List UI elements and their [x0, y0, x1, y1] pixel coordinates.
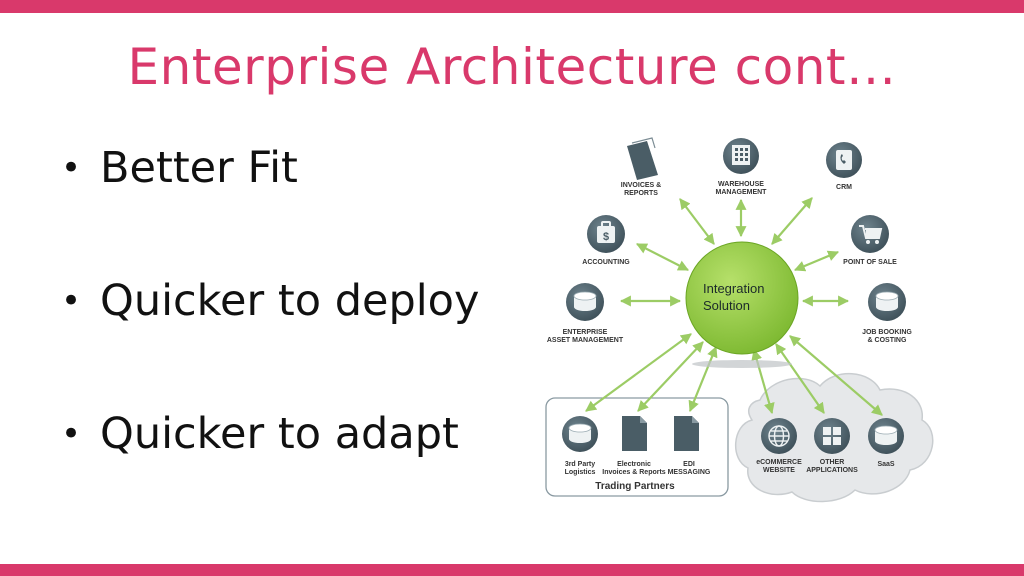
bottom-accent-bar [0, 564, 1024, 576]
node-ecommerce: eCOMMERCE WEBSITE [756, 418, 802, 474]
node-label: APPLICATIONS [806, 467, 858, 474]
building-icon [732, 145, 750, 165]
node-label: WEBSITE [763, 467, 795, 474]
node-logistics: 3rd Party Logistics [562, 416, 598, 476]
bullet-list: • Better Fit • Quicker to deploy • Quicker … [55, 138, 479, 537]
node-label: ENTERPRISE [563, 329, 608, 336]
node-pos: POINT OF SALE [843, 215, 897, 266]
node-other: OTHER APPLICATIONS [806, 418, 858, 474]
center-shadow [692, 360, 792, 368]
node-label: SaaS [877, 461, 894, 468]
arrow-saas [789, 335, 883, 416]
node-label: EDI [683, 461, 695, 468]
document-icon [674, 416, 699, 451]
node-label: CRM [836, 184, 852, 191]
center-label-line1: Integration [703, 281, 764, 296]
arrow-crm [771, 197, 813, 245]
node-label: REPORTS [624, 190, 658, 197]
database-icon [874, 425, 898, 445]
database-icon [875, 291, 899, 311]
node-label: JOB BOOKING [862, 329, 912, 336]
slide-title: Enterprise Architecture cont… [127, 38, 897, 96]
bullet-item: • Quicker to adapt [55, 404, 479, 537]
node-label: OTHER [820, 459, 845, 466]
node-job: JOB BOOKING & COSTING [862, 283, 912, 344]
node-electronic: Electronic Invoices & Reports [602, 416, 666, 476]
arrow-edi [688, 345, 718, 413]
center-label-line2: Solution [703, 298, 750, 313]
bullet-text: Quicker to deploy [100, 276, 480, 326]
database-icon [573, 291, 597, 311]
node-saas: SaaS [868, 418, 904, 468]
node-accounting: $ ACCOUNTING [582, 215, 630, 266]
node-crm: CRM [826, 142, 862, 191]
database-icon [568, 423, 592, 443]
node-label: Logistics [565, 469, 596, 476]
node-invoices: INVOICES & REPORTS [621, 137, 661, 197]
connector-arrows [585, 197, 883, 416]
top-accent-bar [0, 0, 1024, 13]
node-label: POINT OF SALE [843, 259, 897, 266]
node-eam: ENTERPRISE ASSET MANAGEMENT [547, 283, 624, 344]
node-label: INVOICES & [621, 182, 661, 189]
node-label: Electronic [617, 461, 651, 468]
bullet-item: • Better Fit [55, 138, 479, 271]
node-edi: EDI MESSAGING [668, 416, 711, 476]
globe-icon [768, 425, 790, 447]
document-icon [622, 416, 647, 451]
bullet-text: Better Fit [100, 143, 298, 193]
bullet-dot-icon: • [61, 148, 82, 188]
node-warehouse: WAREHOUSE MANAGEMENT [716, 138, 768, 196]
trading-partners-label: Trading Partners [595, 481, 675, 492]
arrow-invoices [679, 198, 715, 245]
node-label: eCOMMERCE [756, 459, 802, 466]
arrow-accounting [636, 243, 689, 271]
bullet-dot-icon: • [61, 281, 82, 321]
svg-text:$: $ [603, 231, 609, 243]
grid-icon [823, 427, 841, 445]
arrow-pos [793, 250, 840, 272]
node-label: MESSAGING [668, 469, 711, 476]
node-label: WAREHOUSE [718, 181, 764, 188]
node-label: & COSTING [868, 337, 907, 344]
document-icon [627, 141, 658, 180]
integration-solution-node [685, 241, 799, 355]
node-label: 3rd Party [565, 461, 595, 468]
node-label: MANAGEMENT [716, 189, 768, 196]
bullet-dot-icon: • [61, 414, 82, 454]
dollar-bag-icon: $ [597, 221, 615, 243]
bullet-text: Quicker to adapt [100, 409, 459, 459]
node-label: ASSET MANAGEMENT [547, 337, 624, 344]
node-label: ACCOUNTING [582, 259, 630, 266]
node-label: Invoices & Reports [602, 469, 666, 476]
cart-icon [859, 225, 883, 244]
phone-book-icon [836, 150, 852, 170]
bullet-item: • Quicker to deploy [55, 271, 479, 404]
